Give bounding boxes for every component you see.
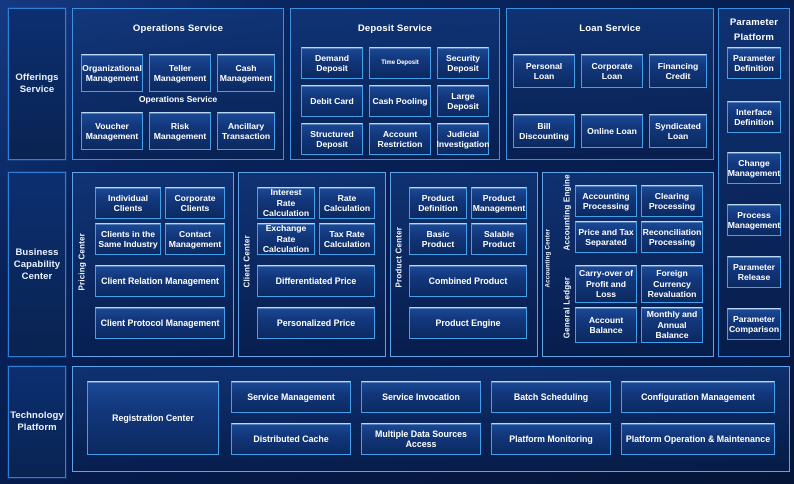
box-individual-clients[interactable]: Individual Clients bbox=[95, 187, 161, 219]
box-security-deposit[interactable]: Security Deposit bbox=[437, 47, 489, 79]
row-label-business-capability-center: Business Capability Center bbox=[8, 172, 66, 357]
vertical-label-pricing-center: Pricing Center bbox=[77, 233, 87, 291]
box-cash-pooling[interactable]: Cash Pooling bbox=[369, 85, 431, 117]
box-platform-monitoring[interactable]: Platform Monitoring bbox=[491, 423, 611, 455]
panel-product-center: Product Center Product Definition Produc… bbox=[390, 172, 538, 357]
box-combined-product[interactable]: Combined Product bbox=[409, 265, 527, 297]
panel-loan-service: Loan Service Personal Loan Corporate Loa… bbox=[506, 8, 714, 160]
box-judicial-investigation[interactable]: Judicial Investigation bbox=[437, 123, 490, 155]
box-clients-in-the-same-industry[interactable]: Clients in the Same Industry bbox=[95, 223, 161, 255]
box-salable-product[interactable]: Salable Product bbox=[471, 223, 527, 255]
box-interest-rate-calculation[interactable]: Interest Rate Calculation bbox=[257, 187, 315, 219]
box-tax-rate-calculation[interactable]: Tax Rate Calculation bbox=[319, 223, 375, 255]
panel-parameter-platform: Parameter Platform Parameter Definition … bbox=[718, 8, 790, 357]
box-rate-calculation[interactable]: Rate Calculation bbox=[319, 187, 375, 219]
box-account-restriction[interactable]: Account Restriction bbox=[369, 123, 431, 155]
box-carry-over-of-profit-and-loss[interactable]: Carry-over of Profit and Loss bbox=[575, 265, 637, 303]
box-distributed-cache[interactable]: Distributed Cache bbox=[231, 423, 351, 455]
vertical-label-accounting-center: Accounting Center bbox=[544, 228, 552, 288]
panel-client-center: Client Center Interest Rate Calculation … bbox=[238, 172, 386, 357]
box-parameter-definition[interactable]: Parameter Definition bbox=[727, 47, 781, 79]
vertical-label-product-center: Product Center bbox=[394, 226, 404, 288]
box-large-deposit[interactable]: Large Deposit bbox=[437, 85, 489, 117]
box-personal-loan[interactable]: Personal Loan bbox=[513, 54, 575, 88]
box-basic-product[interactable]: Basic Product bbox=[409, 223, 467, 255]
box-product-engine[interactable]: Product Engine bbox=[409, 307, 527, 339]
panel-accounting-center: Accounting Center Accounting Engine Gene… bbox=[542, 172, 714, 357]
box-clearing-processing[interactable]: Clearing Processing bbox=[641, 185, 703, 217]
box-differentiated-price[interactable]: Differentiated Price bbox=[257, 265, 375, 297]
panel-technology-platform: Registration Center Service Management D… bbox=[72, 366, 790, 472]
box-client-protocol-management[interactable]: Client Protocol Management bbox=[95, 307, 225, 339]
vertical-label-accounting-engine: Accounting Engine bbox=[562, 174, 572, 251]
box-configuration-management[interactable]: Configuration Management bbox=[621, 381, 775, 413]
box-process-management[interactable]: Process Management bbox=[727, 204, 781, 236]
box-demand-deposit[interactable]: Demand Deposit bbox=[301, 47, 363, 79]
box-service-management[interactable]: Service Management bbox=[231, 381, 351, 413]
box-corporate-clients[interactable]: Corporate Clients bbox=[165, 187, 225, 219]
panel-operations-service: Operations Service Organizational Manage… bbox=[72, 8, 284, 160]
box-multiple-data-sources-access[interactable]: Multiple Data Sources Access bbox=[361, 423, 481, 455]
panel-deposit-service-title: Deposit Service bbox=[357, 23, 433, 34]
box-reconciliation-processing[interactable]: Reconciliation Processing bbox=[641, 221, 703, 253]
box-corporate-loan[interactable]: Corporate Loan bbox=[581, 54, 643, 88]
vertical-label-general-ledger: General Ledger bbox=[562, 276, 572, 339]
row-label-technology-platform-text: Technology Platform bbox=[10, 410, 64, 433]
overlay-label-operations-service: Operations Service bbox=[138, 94, 218, 104]
box-registration-center[interactable]: Registration Center bbox=[87, 381, 219, 455]
box-organizational-management[interactable]: Organizational Management bbox=[81, 54, 143, 92]
box-accounting-processing[interactable]: Accounting Processing bbox=[575, 185, 637, 217]
row-label-offerings-service-text: Offerings Service bbox=[15, 72, 59, 95]
box-interface-definition[interactable]: Interface Definition bbox=[727, 101, 781, 133]
box-price-and-tax-separated[interactable]: Price and Tax Separated bbox=[575, 221, 637, 253]
box-voucher-management[interactable]: Voucher Management bbox=[81, 112, 143, 150]
box-product-definition[interactable]: Product Definition bbox=[409, 187, 467, 219]
panel-pricing-center: Pricing Center Individual Clients Corpor… bbox=[72, 172, 234, 357]
box-product-management[interactable]: Product Management bbox=[471, 187, 527, 219]
box-online-loan[interactable]: Online Loan bbox=[581, 114, 643, 148]
panel-deposit-service: Deposit Service Demand Deposit Time Depo… bbox=[290, 8, 500, 160]
box-foreign-currency-revaluation[interactable]: Foreign Currency Revaluation bbox=[641, 265, 703, 303]
box-account-balance[interactable]: Account Balance bbox=[575, 307, 637, 343]
parameter-platform-title-line2: Platform bbox=[733, 32, 775, 43]
row-label-technology-platform: Technology Platform bbox=[8, 366, 66, 478]
row-label-business-capability-center-text: Business Capability Center bbox=[13, 246, 61, 282]
box-bill-discounting[interactable]: Bill Discounting bbox=[513, 114, 575, 148]
box-structured-deposit[interactable]: Structured Deposit bbox=[301, 123, 363, 155]
vertical-label-client-center: Client Center bbox=[242, 235, 252, 288]
box-parameter-comparison[interactable]: Parameter Comparison bbox=[727, 308, 781, 340]
parameter-platform-title-line1: Parameter bbox=[729, 17, 779, 28]
panel-operations-service-title: Operations Service bbox=[132, 23, 224, 34]
box-service-invocation[interactable]: Service Invocation bbox=[361, 381, 481, 413]
box-syndicated-loan[interactable]: Syndicated Loan bbox=[649, 114, 707, 148]
box-ancillary-transaction[interactable]: Ancillary Transaction bbox=[217, 112, 275, 150]
box-platform-operation-and-maintenance[interactable]: Platform Operation & Maintenance bbox=[621, 423, 775, 455]
box-risk-management[interactable]: Risk Management bbox=[149, 112, 211, 150]
box-personalized-price[interactable]: Personalized Price bbox=[257, 307, 375, 339]
panel-loan-service-title: Loan Service bbox=[579, 23, 641, 34]
box-change-management[interactable]: Change Management bbox=[727, 152, 781, 184]
box-debit-card[interactable]: Debit Card bbox=[301, 85, 363, 117]
box-client-relation-management[interactable]: Client Relation Management bbox=[95, 265, 225, 297]
box-time-deposit[interactable]: Time Deposit bbox=[369, 47, 431, 79]
box-teller-management[interactable]: Teller Management bbox=[149, 54, 211, 92]
box-monthly-and-annual-balance[interactable]: Monthly and Annual Balance bbox=[641, 307, 703, 343]
row-label-offerings-service: Offerings Service bbox=[8, 8, 66, 160]
box-cash-management[interactable]: Cash Management bbox=[217, 54, 275, 92]
box-exchange-rate-calculation[interactable]: Exchange Rate Calculation bbox=[257, 223, 315, 255]
box-parameter-release[interactable]: Parameter Release bbox=[727, 256, 781, 288]
box-financing-credit[interactable]: Financing Credit bbox=[649, 54, 707, 88]
box-contact-management[interactable]: Contact Management bbox=[165, 223, 225, 255]
box-batch-scheduling[interactable]: Batch Scheduling bbox=[491, 381, 611, 413]
